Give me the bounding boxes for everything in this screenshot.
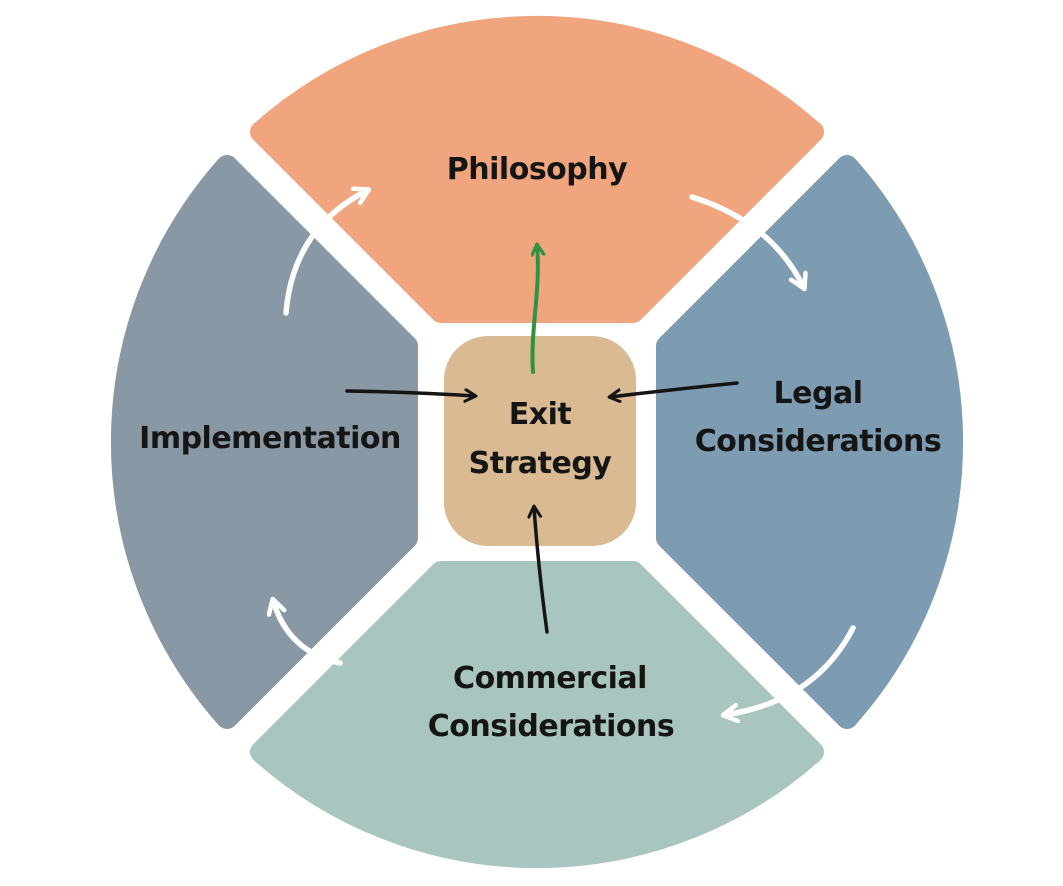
arrow-implementation-to-center bbox=[345, 391, 475, 396]
cycle-arrow-right-to-bottom bbox=[724, 625, 856, 715]
segment-implementation bbox=[110, 155, 418, 729]
label-legal-line1: Legal bbox=[774, 376, 863, 411]
segments bbox=[110, 15, 964, 869]
inward-arrows bbox=[345, 245, 739, 634]
arrow-legal-to-center bbox=[610, 381, 739, 397]
center-box bbox=[444, 336, 636, 546]
arrow-commercial-to-center bbox=[534, 507, 549, 634]
cycle-arrow-top-to-right bbox=[689, 194, 804, 288]
label-philosophy: Philosophy bbox=[447, 152, 628, 187]
cycle-arrow-bottom-to-left bbox=[273, 600, 343, 666]
segment-commercial bbox=[250, 561, 824, 869]
segment-philosophy bbox=[250, 15, 824, 323]
label-center-line1: Exit bbox=[509, 397, 572, 432]
label-center-line2: Strategy bbox=[469, 446, 613, 481]
arrow-center-to-philosophy bbox=[532, 245, 537, 374]
labels: Philosophy Implementation Legal Consider… bbox=[139, 152, 942, 744]
label-commercial-line1: Commercial bbox=[453, 661, 647, 696]
label-commercial-line2: Considerations bbox=[428, 709, 674, 744]
cycle-arrows bbox=[273, 190, 856, 715]
cycle-arrow-left-to-top bbox=[283, 190, 368, 316]
segment-legal bbox=[656, 155, 964, 729]
label-legal-line2: Considerations bbox=[695, 424, 941, 459]
label-implementation: Implementation bbox=[139, 421, 401, 456]
